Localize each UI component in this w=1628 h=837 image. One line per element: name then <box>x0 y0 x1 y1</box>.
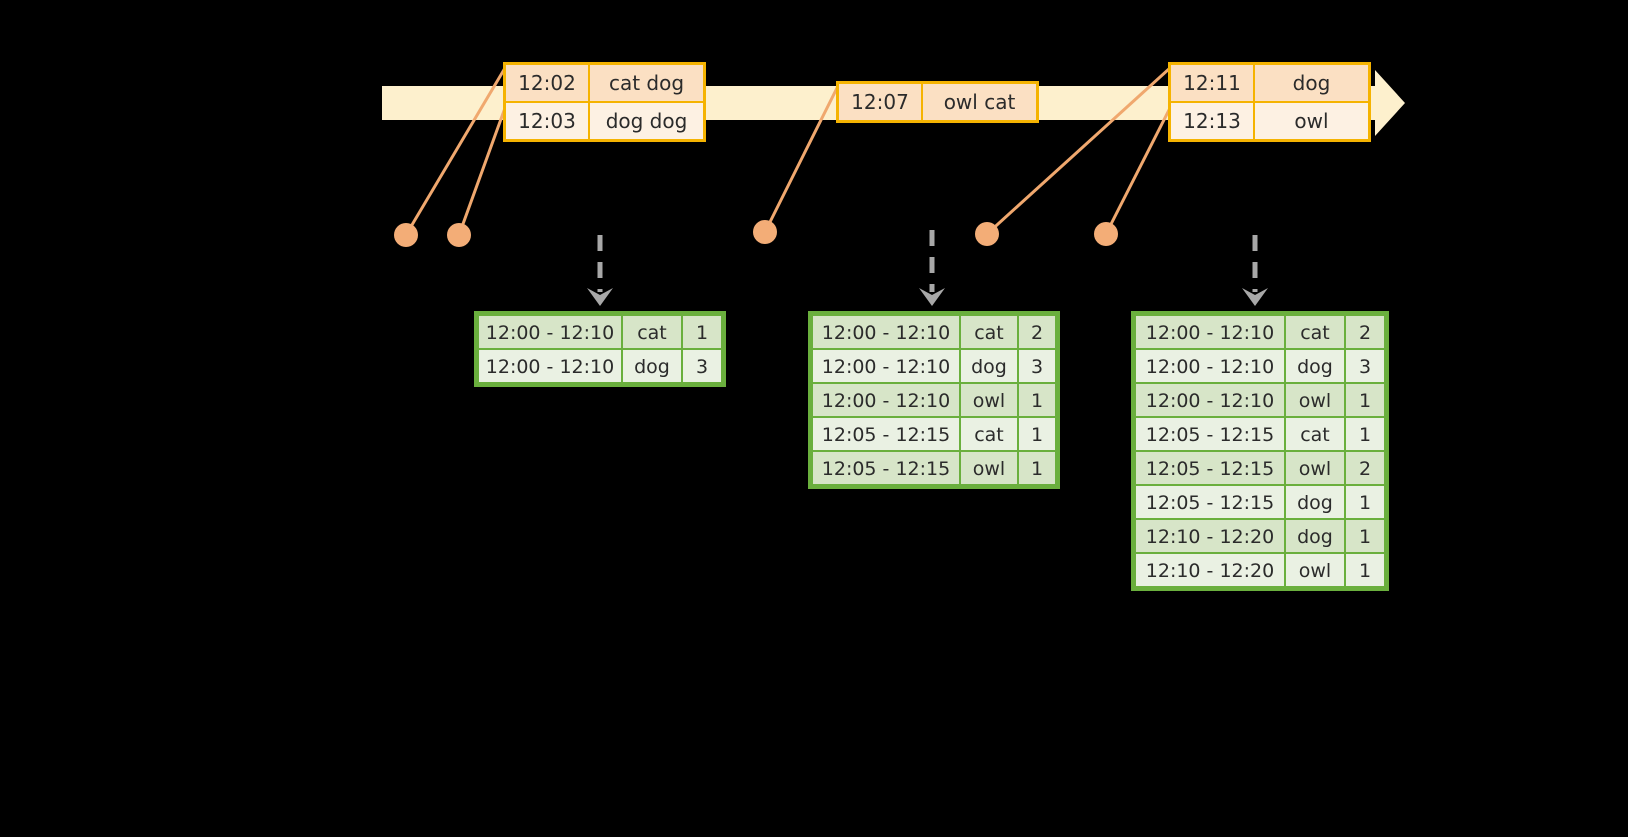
cell-window: 12:00 - 12:10 <box>1135 383 1285 417</box>
event-dot-3 <box>753 220 777 244</box>
cell-count: 1 <box>1018 451 1056 485</box>
cell-count: 1 <box>682 315 722 349</box>
cell-count: 3 <box>1018 349 1056 383</box>
cell-window: 12:00 - 12:10 <box>478 315 622 349</box>
cell-count: 2 <box>1018 315 1056 349</box>
cell-count: 1 <box>1345 485 1385 519</box>
cell-window: 12:05 - 12:15 <box>1135 417 1285 451</box>
cell-count: 1 <box>1345 383 1385 417</box>
cell-word: cat <box>1285 315 1345 349</box>
flow-arrow-1 <box>587 288 613 306</box>
cell-word: dog <box>960 349 1018 383</box>
cell-window: 12:00 - 12:10 <box>478 349 622 383</box>
cell-word: dog <box>622 349 682 383</box>
cell-count: 2 <box>1345 315 1385 349</box>
cell-word: owl <box>1285 383 1345 417</box>
cell-window: 12:10 - 12:20 <box>1135 553 1285 587</box>
event-words: dog dog <box>590 103 703 139</box>
cell-count: 1 <box>1345 417 1385 451</box>
event-dot-1 <box>394 223 418 247</box>
cell-count: 3 <box>682 349 722 383</box>
cell-count: 1 <box>1018 383 1056 417</box>
connector-line <box>457 107 507 236</box>
event-words: owl <box>1255 103 1368 139</box>
cell-window: 12:00 - 12:10 <box>812 349 960 383</box>
cell-count: 3 <box>1345 349 1385 383</box>
cell-word: owl <box>960 451 1018 485</box>
cell-word: cat <box>960 417 1018 451</box>
cell-count: 1 <box>1018 417 1056 451</box>
flow-arrow-3 <box>1242 288 1268 306</box>
event-timestamp: 12:02 <box>506 65 590 101</box>
cell-word: owl <box>960 383 1018 417</box>
cell-window: 12:05 - 12:15 <box>812 417 960 451</box>
cell-window: 12:10 - 12:20 <box>1135 519 1285 553</box>
event-dot-5 <box>1094 222 1118 246</box>
cell-window: 12:05 - 12:15 <box>1135 451 1285 485</box>
connector-line <box>1104 107 1172 235</box>
cell-word: dog <box>1285 485 1345 519</box>
cell-word: cat <box>960 315 1018 349</box>
event-dot-2 <box>447 223 471 247</box>
cell-count: 1 <box>1345 553 1385 587</box>
cell-word: owl <box>1285 553 1345 587</box>
event-timestamp: 12:11 <box>1171 65 1255 101</box>
event-words: cat dog <box>590 65 703 101</box>
event-words: owl cat <box>923 84 1036 120</box>
flow-arrow-2 <box>919 288 945 306</box>
event-timestamp: 12:07 <box>839 84 923 120</box>
cell-window: 12:00 - 12:10 <box>1135 349 1285 383</box>
event-timestamp: 12:03 <box>506 103 590 139</box>
cell-word: cat <box>1285 417 1345 451</box>
event-timestamp: 12:13 <box>1171 103 1255 139</box>
cell-count: 1 <box>1345 519 1385 553</box>
cell-window: 12:00 - 12:10 <box>812 315 960 349</box>
cell-word: dog <box>1285 349 1345 383</box>
cell-word: cat <box>622 315 682 349</box>
cell-word: owl <box>1285 451 1345 485</box>
cell-window: 12:05 - 12:15 <box>812 451 960 485</box>
cell-window: 12:00 - 12:10 <box>1135 315 1285 349</box>
cell-word: dog <box>1285 519 1345 553</box>
event-dot-4 <box>975 222 999 246</box>
cell-window: 12:00 - 12:10 <box>812 383 960 417</box>
cell-window: 12:05 - 12:15 <box>1135 485 1285 519</box>
event-words: dog <box>1255 65 1368 101</box>
cell-count: 2 <box>1345 451 1385 485</box>
